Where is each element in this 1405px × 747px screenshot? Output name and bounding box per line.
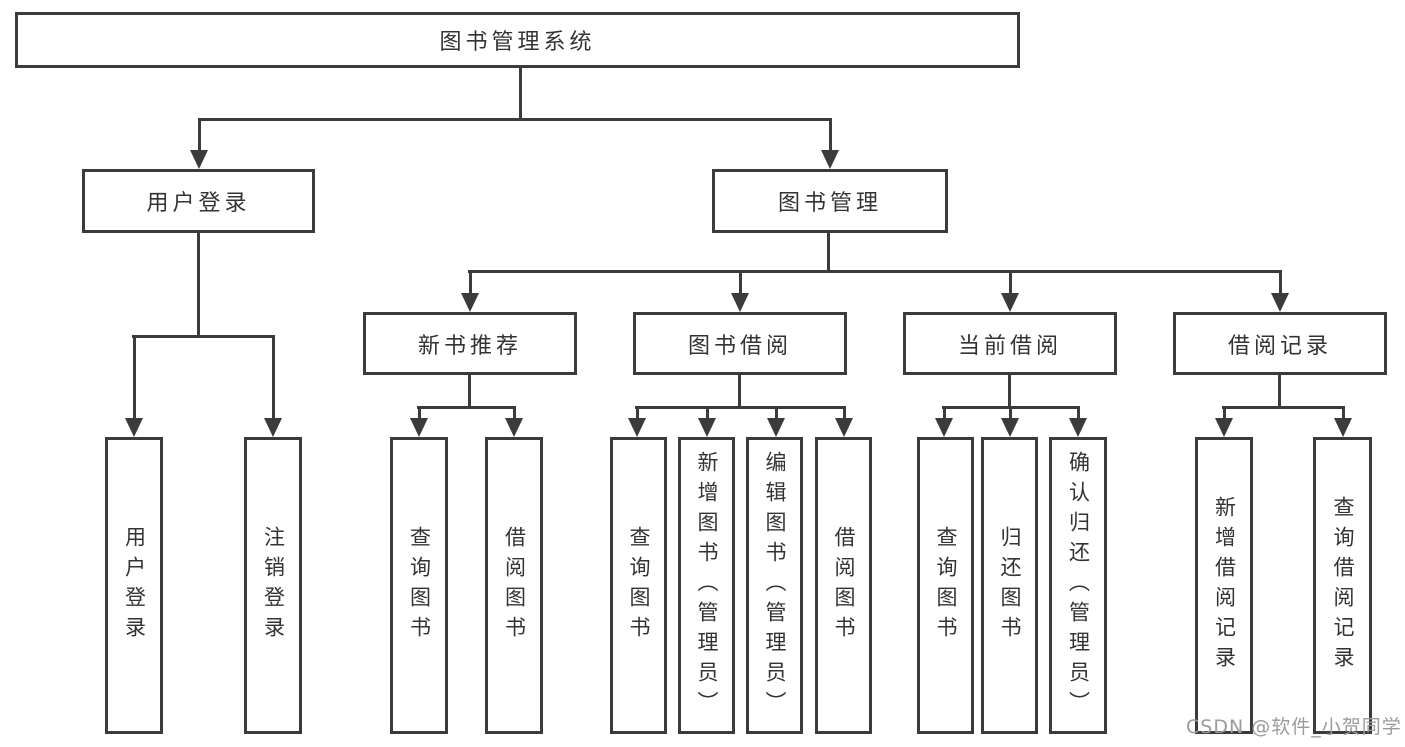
- arrowhead-icon: [698, 418, 716, 437]
- connector-root-stem: [519, 65, 522, 121]
- arrowhead-icon: [731, 293, 749, 312]
- node-current-borrow: 当前借阅: [903, 312, 1117, 375]
- connector-new-book-rec-stem: [468, 372, 471, 409]
- arrow-to-user-login: [190, 118, 208, 169]
- connector-borrow-record-branch: [1222, 406, 1345, 409]
- arrowhead-icon: [835, 418, 853, 437]
- arrowhead-icon: [461, 293, 479, 312]
- arrow-to-leaf-logout: [264, 335, 282, 437]
- connector-level2-branch: [198, 118, 832, 121]
- arrowhead-icon: [821, 150, 839, 169]
- node-borrow-record: 借阅记录: [1173, 312, 1387, 375]
- leaf-br-query-record: 查询借阅记录: [1313, 437, 1372, 734]
- arrow-to-book-mgmt: [821, 118, 839, 169]
- connector-user-login-branch: [132, 335, 275, 338]
- arrow-to-br-add: [1215, 406, 1233, 437]
- connector-user-login-stem: [197, 230, 200, 338]
- arrow-to-cb-confirm: [1069, 406, 1087, 437]
- leaf-nbr-query-books: 查询图书: [390, 437, 448, 734]
- arrow-to-new-book-rec: [461, 270, 479, 312]
- arrowhead-icon: [125, 418, 143, 437]
- arrow-to-book-borrow: [731, 270, 749, 312]
- arrow-to-leaf-user-login: [125, 335, 143, 437]
- arrowhead-icon: [1001, 293, 1019, 312]
- node-book-mgmt: 图书管理: [712, 169, 948, 233]
- leaf-cb-confirm-return-admin: 确认归还（管理员）: [1049, 437, 1107, 734]
- arrowhead-icon: [1334, 418, 1352, 437]
- arrow-to-bb-query: [628, 406, 646, 437]
- arrowhead-icon: [1069, 418, 1087, 437]
- connector-book-mgmt-stem: [827, 230, 830, 273]
- arrowhead-icon: [410, 418, 428, 437]
- connector-level3-branch: [468, 270, 1282, 273]
- arrow-to-current-borrow: [1001, 270, 1019, 312]
- arrow-to-cb-query: [935, 406, 953, 437]
- arrowhead-icon: [1001, 418, 1019, 437]
- node-new-book-rec: 新书推荐: [363, 312, 577, 375]
- leaf-bb-add-books-admin: 新增图书（管理员）: [678, 437, 735, 734]
- arrowhead-icon: [190, 150, 208, 169]
- arrow-to-cb-return: [1001, 406, 1019, 437]
- arrow-to-nbr-borrow: [505, 406, 523, 437]
- csdn-watermark: CSDN @软件_小贺同学: [1186, 716, 1402, 738]
- arrowhead-icon: [767, 418, 785, 437]
- arrow-to-bb-add: [698, 406, 716, 437]
- node-user-login: 用户登录: [82, 169, 315, 233]
- arrowhead-icon: [264, 418, 282, 437]
- node-root: 图书管理系统: [15, 12, 1020, 68]
- arrowhead-icon: [505, 418, 523, 437]
- leaf-bb-edit-books-admin: 编辑图书（管理员）: [746, 437, 803, 734]
- arrow-to-bb-borrow: [835, 406, 853, 437]
- leaf-br-add-record: 新增借阅记录: [1195, 437, 1253, 734]
- leaf-bb-borrow-books: 借阅图书: [815, 437, 872, 734]
- arrow-to-br-query: [1334, 406, 1352, 437]
- leaf-cb-query-books: 查询图书: [917, 437, 974, 734]
- connector-book-borrow-branch: [635, 406, 846, 409]
- arrow-to-nbr-query: [410, 406, 428, 437]
- arrowhead-icon: [935, 418, 953, 437]
- connector-new-book-rec-branch: [417, 406, 516, 409]
- arrowhead-icon: [1215, 418, 1233, 437]
- connector-borrow-record-stem: [1278, 372, 1281, 409]
- connector-book-borrow-stem: [738, 372, 741, 409]
- leaf-logout: 注销登录: [244, 437, 302, 734]
- leaf-bb-query-books: 查询图书: [610, 437, 667, 734]
- arrowhead-icon: [628, 418, 646, 437]
- connector-current-borrow-stem: [1008, 372, 1011, 409]
- arrow-to-borrow-record: [1271, 270, 1289, 312]
- leaf-cb-return-books: 归还图书: [981, 437, 1038, 734]
- node-book-borrow: 图书借阅: [633, 312, 847, 375]
- arrow-to-bb-edit: [767, 406, 785, 437]
- arrowhead-icon: [1271, 293, 1289, 312]
- leaf-nbr-borrow-books: 借阅图书: [485, 437, 543, 734]
- leaf-user-login: 用户登录: [105, 437, 163, 734]
